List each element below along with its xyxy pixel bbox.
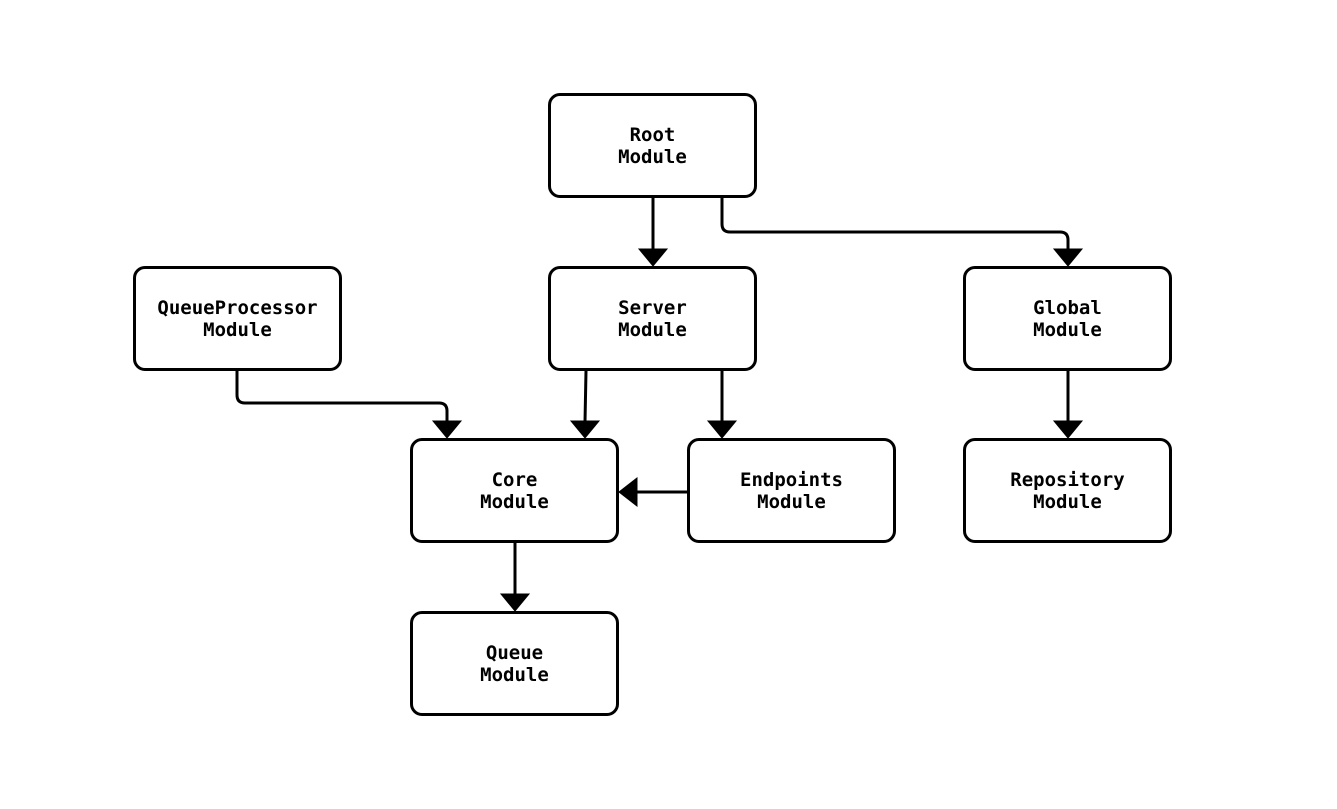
node-label-line2: Module [480, 663, 549, 686]
edge-server-to-endpoints [706, 371, 738, 439]
node-queue-module: Queue Module [410, 611, 619, 716]
arrowhead-icon [431, 420, 463, 439]
arrowhead-icon [637, 248, 669, 267]
edge-global-to-repository [1052, 371, 1084, 439]
node-label-line2: Module [1033, 490, 1102, 513]
node-label-line1: QueueProcessor [157, 296, 318, 319]
node-queueprocessor-module: QueueProcessor Module [133, 266, 342, 371]
arrowhead-icon [1052, 248, 1084, 267]
node-label-line1: Endpoints [740, 468, 843, 491]
edge-endpoints-to-core [618, 476, 687, 508]
node-server-module: Server Module [548, 266, 757, 371]
edge-queueprocessor-to-core [235, 371, 463, 439]
node-label-line2: Module [618, 145, 687, 168]
node-label-line2: Module [757, 490, 826, 513]
node-label-line1: Root [629, 123, 676, 146]
arrowhead-icon [499, 593, 531, 612]
arrowhead-icon [706, 420, 738, 439]
node-label-line2: Module [618, 318, 687, 341]
edge-core-to-queue [499, 543, 531, 612]
edge-line [720, 198, 1070, 250]
node-label-line2: Module [1033, 318, 1102, 341]
node-label-line1: Repository [1010, 468, 1125, 491]
node-root-module: Root Module [548, 93, 757, 198]
node-label-line1: Core [491, 468, 538, 491]
node-label-line2: Module [480, 490, 549, 513]
node-global-module: Global Module [963, 266, 1172, 371]
node-repository-module: Repository Module [963, 438, 1172, 543]
node-endpoints-module: Endpoints Module [687, 438, 896, 543]
edge-root-to-server [637, 198, 669, 267]
edge-server-to-core [569, 370, 601, 439]
node-label-line2: Module [203, 318, 272, 341]
node-label-line1: Server [618, 296, 687, 319]
edge-line [583, 370, 588, 423]
node-label-line1: Global [1033, 296, 1102, 319]
node-core-module: Core Module [410, 438, 619, 543]
edge-line [235, 371, 449, 422]
edge-root-to-global [720, 198, 1084, 267]
arrowhead-icon [569, 420, 601, 439]
node-label-line1: Queue [485, 641, 544, 664]
arrowhead-icon [1052, 420, 1084, 439]
arrowhead-icon [618, 476, 638, 508]
